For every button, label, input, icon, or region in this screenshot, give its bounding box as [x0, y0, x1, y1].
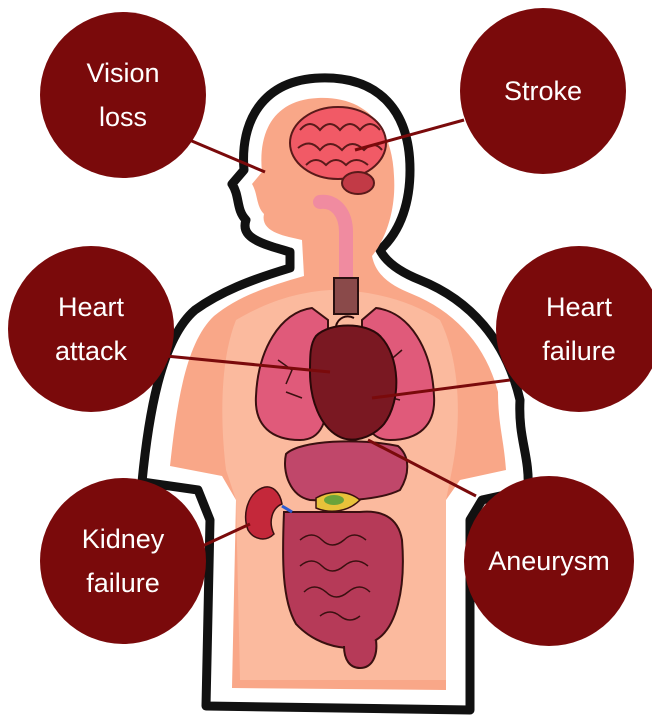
heart-attack-label: Heart attack: [8, 246, 174, 412]
stroke-label: Stroke: [460, 8, 626, 174]
vision-loss-label: Vision loss: [40, 12, 206, 178]
heart-failure-label: Heart failure: [496, 246, 652, 412]
aneurysm-label: Aneurysm: [464, 476, 634, 646]
kidney-failure-label: Kidney failure: [40, 478, 206, 644]
